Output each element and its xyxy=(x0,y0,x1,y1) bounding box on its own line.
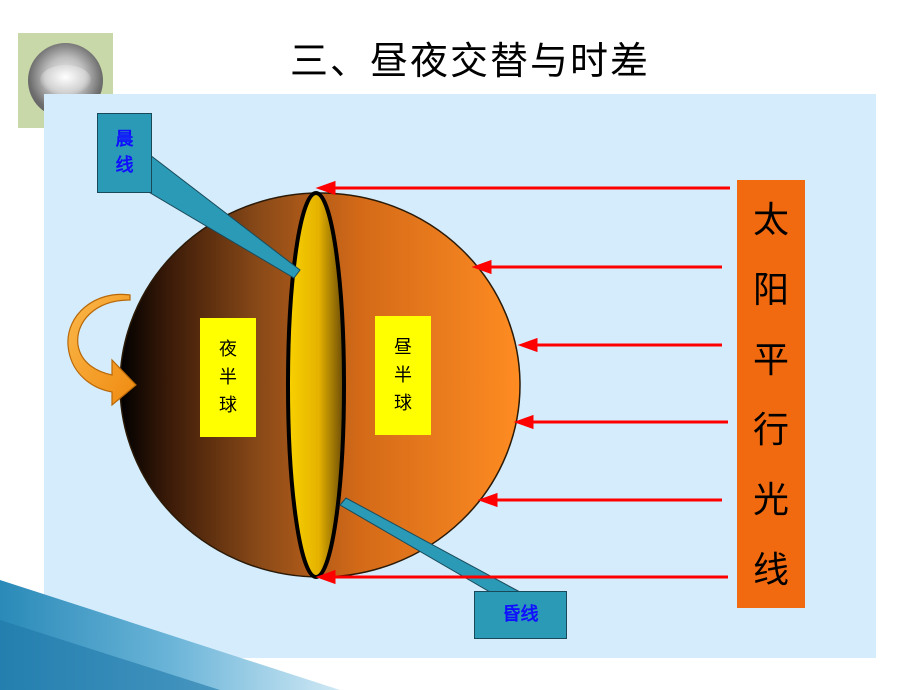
curved-rotation-arrow-icon xyxy=(67,293,137,407)
sun-ray-arrowhead xyxy=(477,492,498,508)
day-hemisphere-text: 昼 半 球 xyxy=(394,336,412,414)
page-title: 三、昼夜交替与时差 xyxy=(289,39,650,83)
sun-rays xyxy=(315,180,730,585)
night-hemisphere-text: 夜 半 球 xyxy=(219,338,237,416)
night-hemisphere-label: 夜 半 球 xyxy=(200,318,256,437)
sun-ray-arrowhead xyxy=(517,337,538,353)
dusk-line-text: 昏线 xyxy=(502,604,539,625)
earth-logo xyxy=(18,33,113,128)
parallel-sunlight-text: 太 阳 平 行 光 线 xyxy=(752,200,789,591)
sun-ray-arrowhead xyxy=(471,259,492,275)
dawn-line-text: 晨 线 xyxy=(115,129,134,176)
sun-ray-arrowhead xyxy=(315,569,336,585)
dusk-line-label: 昏线 xyxy=(474,591,567,639)
parallel-sunlight-box: 太 阳 平 行 光 线 xyxy=(737,180,805,608)
terminator-band xyxy=(286,191,346,579)
sun-ray-arrowhead xyxy=(315,180,336,196)
decorative-wedge xyxy=(0,580,340,690)
sun-ray-arrowhead xyxy=(513,414,534,430)
dawn-line-label: 晨 线 xyxy=(97,113,152,193)
day-hemisphere-label: 昼 半 球 xyxy=(375,316,431,435)
